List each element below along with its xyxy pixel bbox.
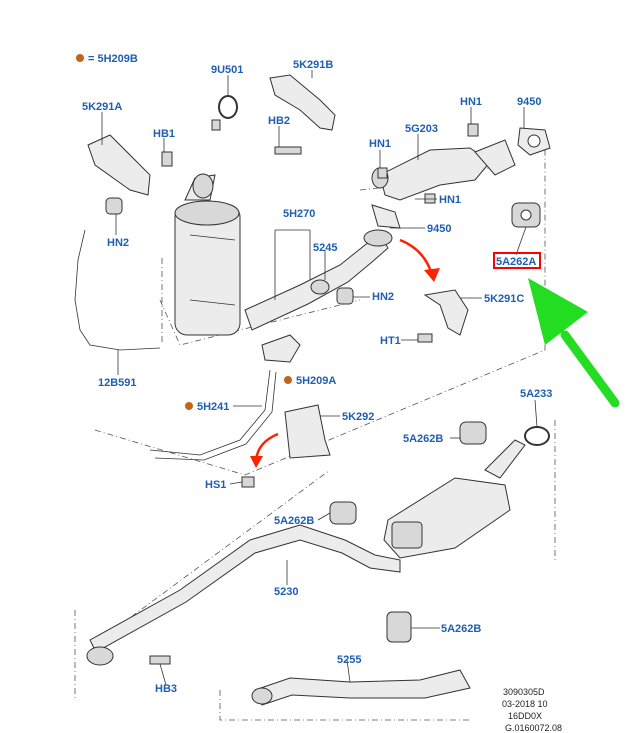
label-5g203: 5G203	[405, 123, 438, 135]
label-hn1-mid: HN1	[369, 138, 391, 150]
label-5k292: 5K292	[342, 411, 374, 423]
gasket-top	[517, 127, 551, 156]
nuts-hn1	[377, 167, 436, 204]
label-hs1: HS1	[205, 479, 226, 491]
clamp-9u501	[211, 95, 238, 131]
label-5k291b: 5K291B	[293, 59, 333, 71]
bracket-5k291a	[87, 134, 151, 196]
bolts	[149, 123, 479, 665]
label-5255: 5255	[337, 654, 361, 666]
label-hn1-right: HN1	[439, 194, 461, 206]
tail-pipe-5255	[251, 669, 471, 706]
hanger-5a262a	[511, 202, 541, 228]
label-ht1: HT1	[380, 335, 401, 347]
dot-5h241	[185, 402, 193, 410]
mid-pipe-5230	[86, 524, 401, 666]
pipes-5h241	[149, 369, 277, 461]
label-5a262a: 5A262A	[496, 256, 536, 268]
label-5a262b-1: 5A262B	[403, 433, 443, 445]
label-hb2: HB2	[268, 115, 290, 127]
rubber-hn2-mid	[336, 287, 354, 305]
heat-shield-5k292	[284, 404, 331, 459]
catalytic-converter	[371, 139, 516, 229]
reference-line-1: 3090305D	[503, 687, 545, 697]
rubber-hn2-left	[105, 197, 123, 215]
legend-dots	[76, 54, 292, 410]
red-arrows	[250, 238, 440, 468]
reference-line-2: 03-2018 10	[502, 699, 548, 709]
bracket-5h209a	[261, 334, 301, 363]
label-5a262b-2: 5A262B	[274, 515, 314, 527]
leader-lines	[101, 70, 538, 686]
label-hb1: HB1	[153, 128, 175, 140]
dpf-canister	[174, 173, 241, 336]
label-5a233: 5A233	[520, 388, 552, 400]
front-pipe	[244, 229, 393, 331]
label-5k291a: 5K291A	[82, 101, 122, 113]
label-5230: 5230	[274, 586, 298, 598]
label-5h270: 5H270	[283, 208, 315, 220]
label-hn2-mid: HN2	[372, 291, 394, 303]
label-hn1-top: HN1	[460, 96, 482, 108]
label-5245: 5245	[313, 242, 337, 254]
bracket-5k291b	[269, 74, 336, 131]
label-5h209a: 5H209A	[296, 375, 336, 387]
reference-line-4: G.0160072.08	[505, 723, 562, 733]
label-9450-mid: 9450	[427, 223, 451, 235]
legend-dot	[76, 54, 84, 62]
rear-muffler	[383, 439, 526, 559]
label-9u501: 9U501	[211, 64, 243, 76]
label-12b591: 12B591	[98, 377, 137, 389]
bracket-5k291c	[423, 289, 469, 336]
label-hn2-left: HN2	[107, 237, 129, 249]
green-pointer-arrow	[528, 278, 620, 408]
label-9450-top: 9450	[517, 96, 541, 108]
clamp-5a233	[524, 426, 550, 446]
label-hb3: HB3	[155, 683, 177, 695]
reference-line-3: 16DD0X	[508, 711, 542, 721]
dot-5h209a	[284, 376, 292, 384]
sensor-cable-12b591	[74, 229, 161, 351]
hangers-5a262b	[329, 421, 487, 643]
highlight-box	[493, 252, 541, 269]
legend-text: = 5H209B	[88, 53, 138, 65]
label-5k291c: 5K291C	[484, 293, 524, 305]
label-5h241: 5H241	[197, 401, 229, 413]
label-5a262b-3: 5A262B	[441, 623, 481, 635]
